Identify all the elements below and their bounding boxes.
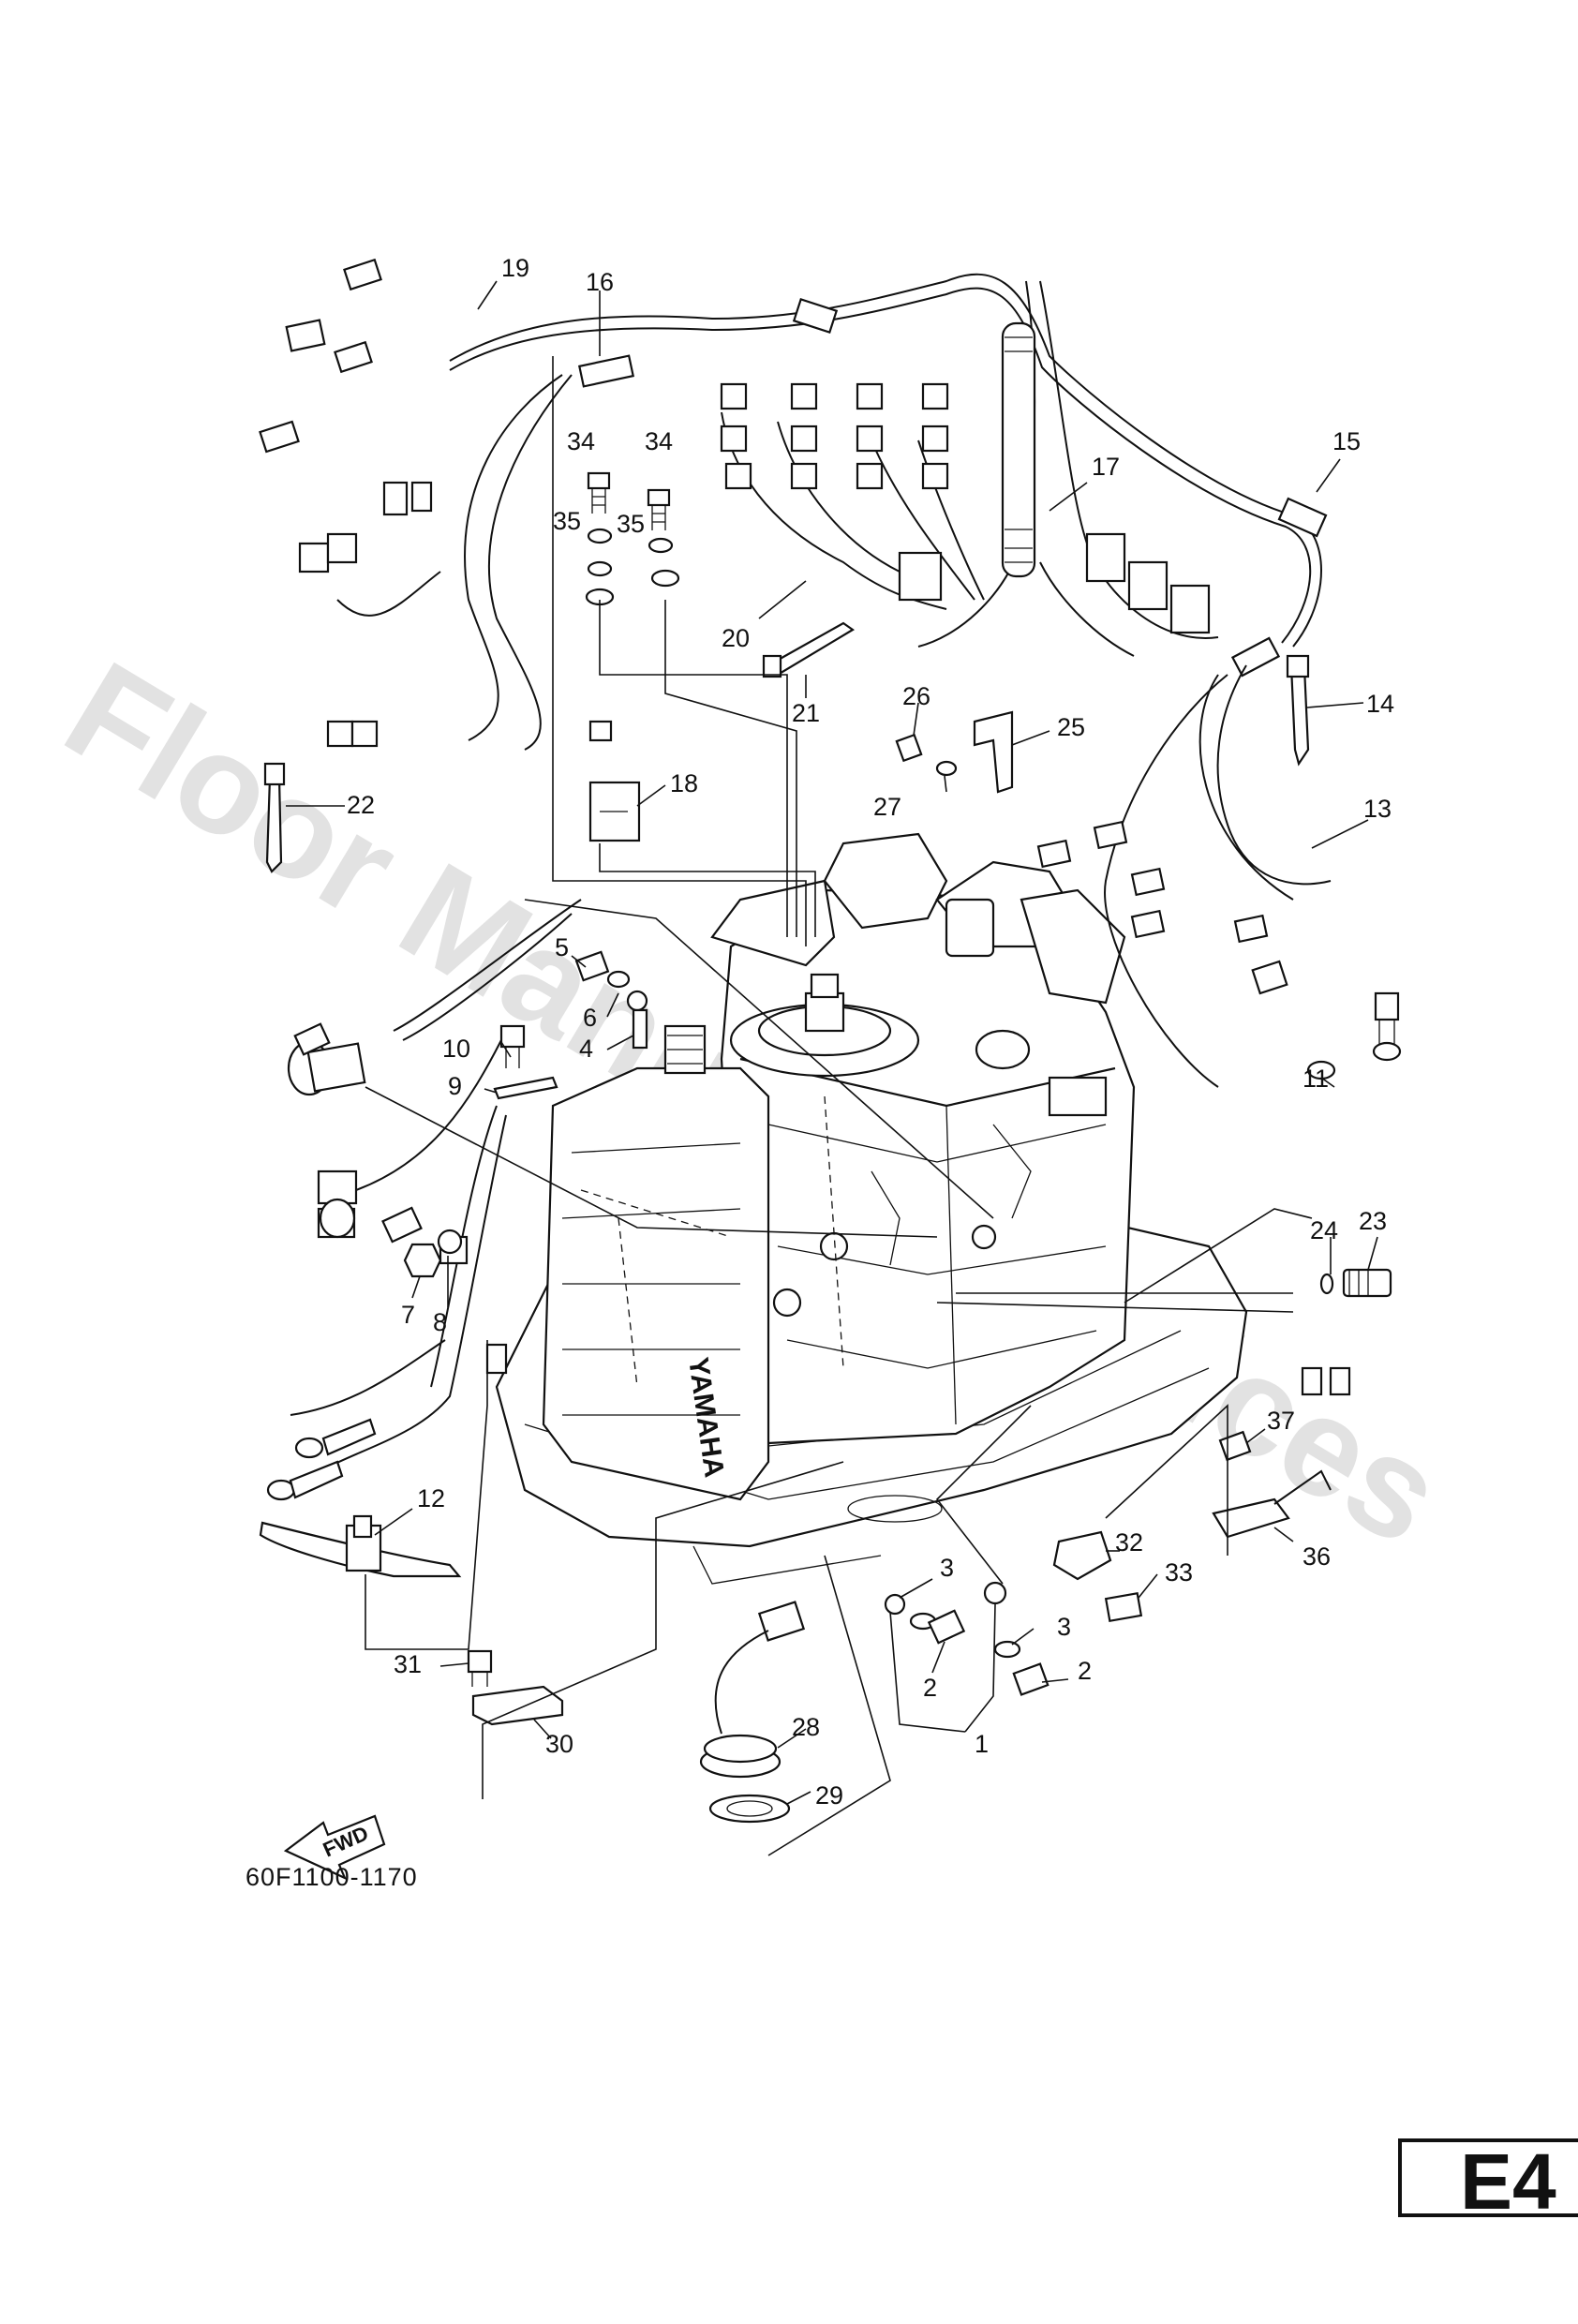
section-tab-label: E4 bbox=[1460, 2138, 1556, 2226]
callout-22: 22 bbox=[347, 791, 375, 819]
leader-lines bbox=[286, 280, 1378, 1856]
callout-32: 32 bbox=[1115, 1528, 1143, 1557]
callout-30: 30 bbox=[545, 1730, 573, 1758]
grommet-parts bbox=[699, 1630, 791, 1824]
engine-block bbox=[710, 832, 1136, 1445]
callout-4: 4 bbox=[579, 1035, 593, 1063]
main-wiring-harness bbox=[290, 273, 1332, 1491]
callout-19: 19 bbox=[501, 254, 529, 282]
connector-plugs bbox=[259, 258, 1351, 1642]
callout-35: 35 bbox=[617, 510, 645, 538]
callout-16: 16 bbox=[586, 268, 614, 296]
callout-27: 27 bbox=[873, 793, 901, 821]
callout-24: 24 bbox=[1310, 1216, 1338, 1244]
callout-26: 26 bbox=[902, 682, 930, 710]
callout-25: 25 bbox=[1057, 713, 1085, 741]
callout-15: 15 bbox=[1332, 427, 1361, 455]
callout-11: 11 bbox=[1303, 1065, 1329, 1093]
intake-silencer: YAMAHA bbox=[542, 1024, 770, 1501]
callout-28: 28 bbox=[792, 1713, 820, 1741]
callout-36: 36 bbox=[1303, 1542, 1331, 1571]
callout-10: 10 bbox=[442, 1035, 470, 1063]
callout-12: 12 bbox=[417, 1484, 445, 1512]
callout-29: 29 bbox=[815, 1781, 843, 1810]
callout-9: 9 bbox=[448, 1072, 462, 1100]
callout-20: 20 bbox=[722, 624, 750, 652]
callout-13: 13 bbox=[1363, 795, 1392, 823]
callout-33: 33 bbox=[1165, 1558, 1193, 1587]
callout-3: 3 bbox=[940, 1554, 954, 1582]
section-tab: E4 bbox=[1398, 2138, 1578, 2226]
callout-31: 31 bbox=[394, 1650, 422, 1678]
callout-34: 34 bbox=[567, 427, 595, 455]
callout-7: 7 bbox=[401, 1301, 415, 1329]
callout-2: 2 bbox=[923, 1674, 937, 1702]
callout-3: 3 bbox=[1057, 1613, 1071, 1641]
callout-35: 35 bbox=[553, 507, 581, 535]
callout-14: 14 bbox=[1366, 690, 1394, 718]
callout-numbers: 1 2 2 3 3 4 5 6 7 8 9 10 11 12 13 14 15 … bbox=[347, 254, 1394, 1810]
callout-17: 17 bbox=[1092, 453, 1120, 481]
callout-5: 5 bbox=[555, 933, 569, 961]
callout-2: 2 bbox=[1078, 1657, 1092, 1685]
callout-1: 1 bbox=[975, 1730, 989, 1758]
drawing-reference-code: 60F1100-1170 bbox=[246, 1863, 418, 1891]
fasteners bbox=[266, 471, 1402, 1726]
cable-ties bbox=[259, 621, 1310, 1578]
callout-34: 34 bbox=[645, 427, 673, 455]
callout-6: 6 bbox=[583, 1004, 597, 1032]
callout-37: 37 bbox=[1267, 1407, 1295, 1435]
callout-23: 23 bbox=[1359, 1207, 1387, 1235]
callout-18: 18 bbox=[670, 769, 698, 797]
callout-21: 21 bbox=[792, 699, 820, 727]
callout-8: 8 bbox=[433, 1308, 447, 1336]
